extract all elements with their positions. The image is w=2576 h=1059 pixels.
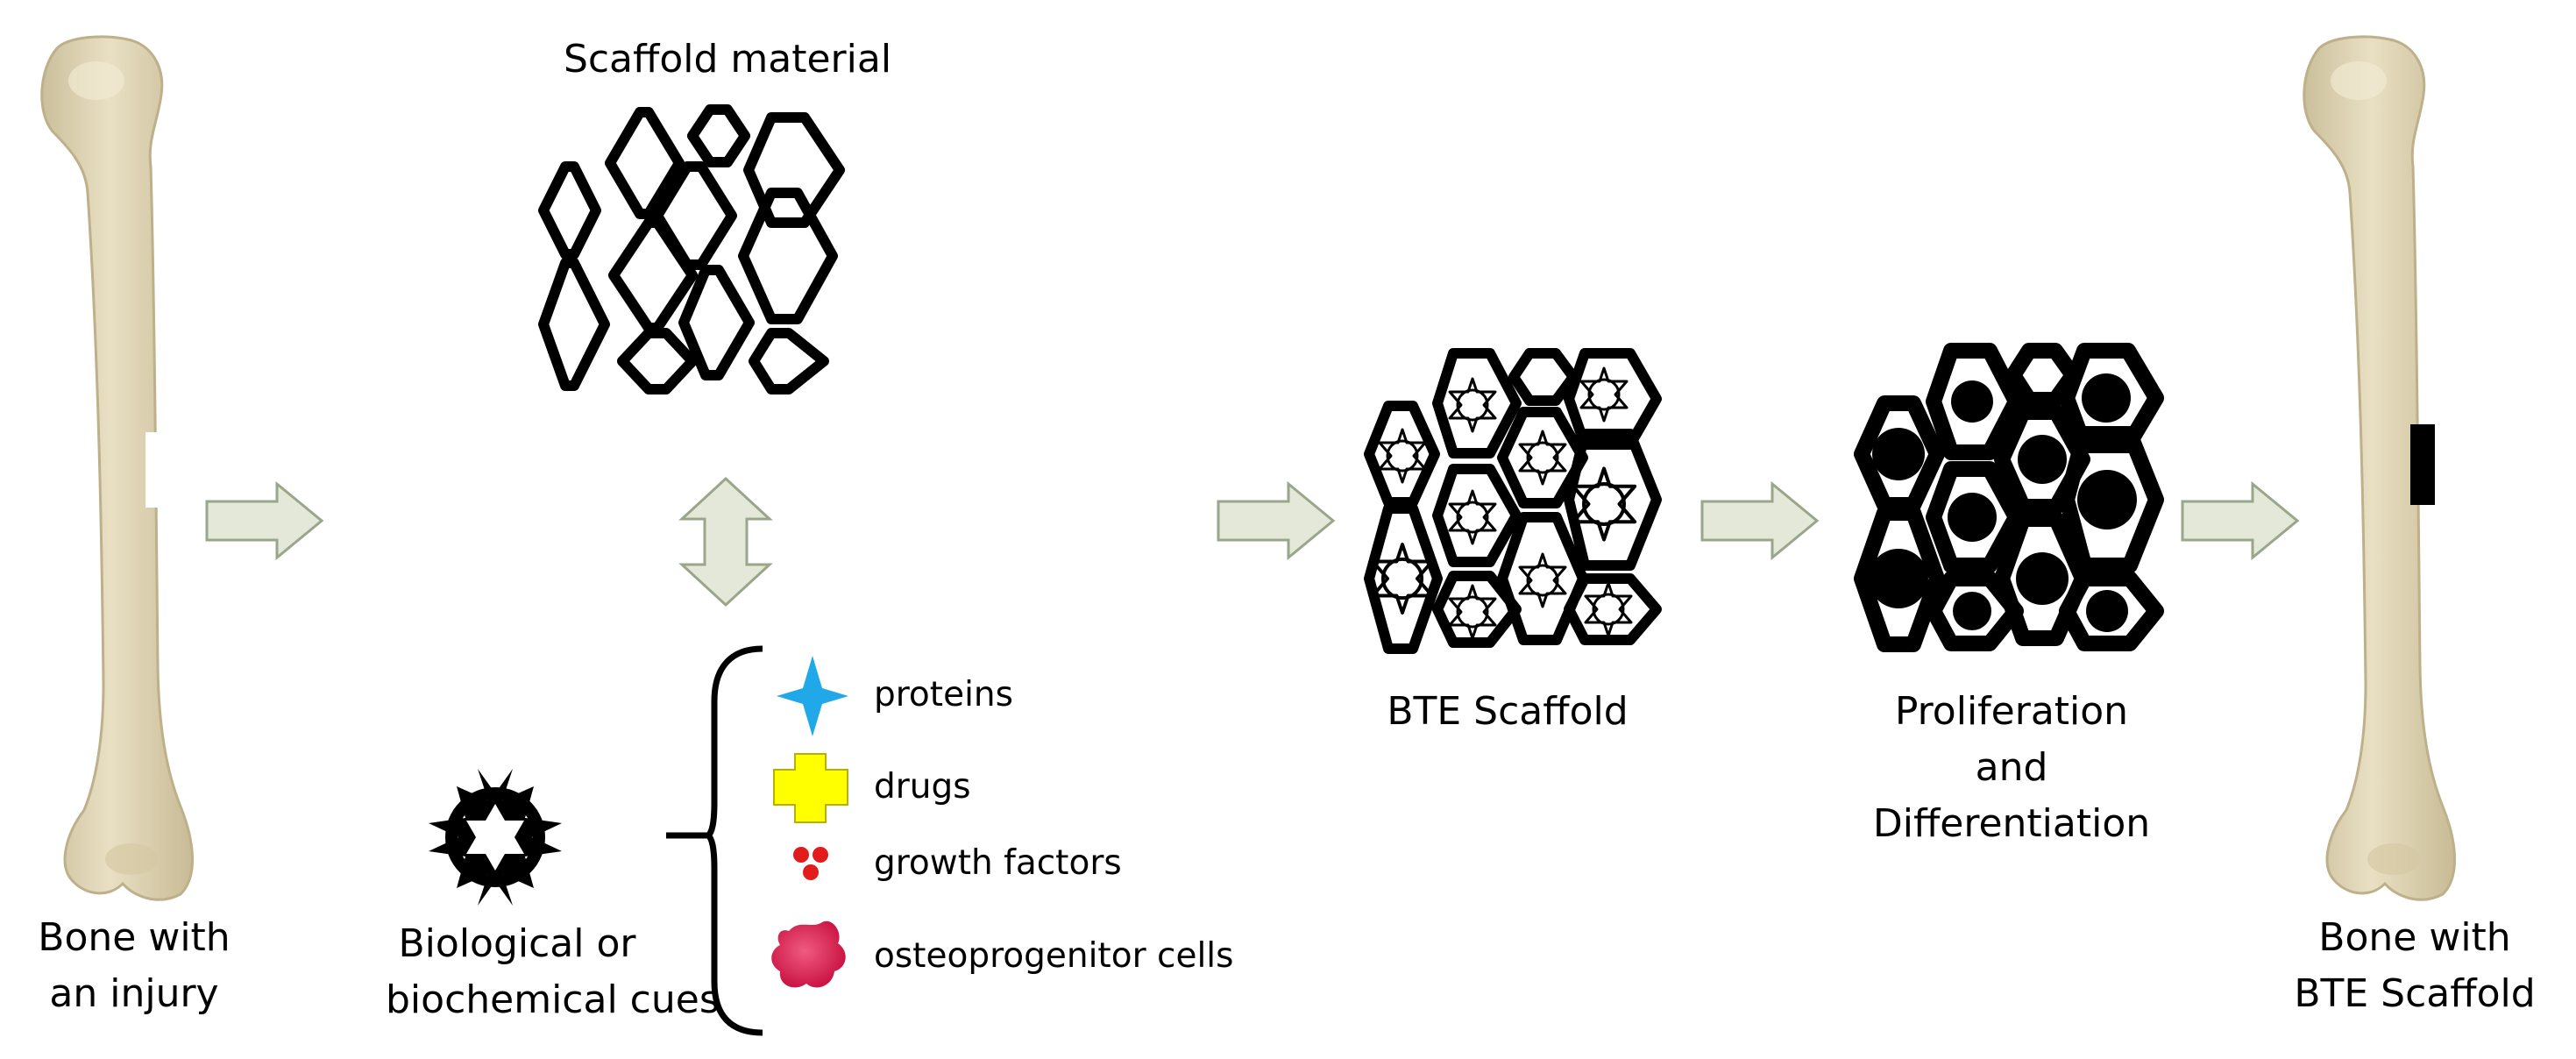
plus-cross-icon bbox=[773, 753, 848, 823]
biological-cue-icon bbox=[429, 769, 562, 906]
biological-cues-label: Biological or biochemical cues bbox=[386, 916, 720, 1028]
cue-label-proteins: proteins bbox=[874, 675, 1013, 714]
bone-injury-line-1: Bone with bbox=[38, 915, 231, 960]
arrow-right-4 bbox=[2181, 480, 2300, 561]
injured-bone bbox=[40, 35, 195, 901]
prolif-line-1: Proliferation bbox=[1894, 689, 2129, 734]
double-arrow-vertical bbox=[678, 476, 773, 608]
cue-brace bbox=[703, 645, 763, 1036]
three-dots-icon bbox=[793, 847, 828, 880]
scaffold-material-label: Scaffold material bbox=[563, 37, 892, 82]
prolif-line-2: and bbox=[1975, 744, 2048, 790]
scaffold-material-mesh bbox=[538, 104, 845, 394]
prolif-line-3: Differentiation bbox=[1872, 800, 2151, 846]
proliferation-differentiation-label: Proliferation and Differentiation bbox=[1867, 684, 2156, 851]
biological-cues-line-2: biochemical cues bbox=[386, 977, 720, 1022]
biological-cues-line-1: Biological or bbox=[398, 921, 636, 966]
scaffold-insert bbox=[2410, 424, 2435, 505]
arrow-right-2 bbox=[1217, 480, 1336, 561]
bte-scaffold-mesh bbox=[1364, 348, 1662, 654]
cue-label-osteoprogenitor-cells: osteoprogenitor cells bbox=[874, 936, 1234, 976]
proliferated-scaffold-mesh bbox=[1854, 343, 2164, 652]
bone-scaffold-line-2: BTE Scaffold bbox=[2294, 970, 2536, 1016]
four-point-star-icon bbox=[777, 656, 848, 736]
bone-scaffold-label: Bone with BTE Scaffold bbox=[2288, 910, 2542, 1022]
arrow-right-1 bbox=[205, 480, 324, 561]
bte-scaffold-label: BTE Scaffold bbox=[1387, 689, 1629, 734]
cue-label-growth-factors: growth factors bbox=[874, 843, 1122, 883]
cue-label-drugs: drugs bbox=[874, 767, 971, 807]
cell-blob-icon bbox=[771, 920, 846, 988]
bone-injury-line-2: an injury bbox=[49, 970, 219, 1016]
injury-gap bbox=[145, 432, 172, 508]
bone-injury-label: Bone with an injury bbox=[25, 910, 244, 1022]
arrow-right-3 bbox=[1700, 480, 1820, 561]
repaired-bone bbox=[2303, 35, 2457, 901]
bone-scaffold-line-1: Bone with bbox=[2318, 915, 2511, 960]
